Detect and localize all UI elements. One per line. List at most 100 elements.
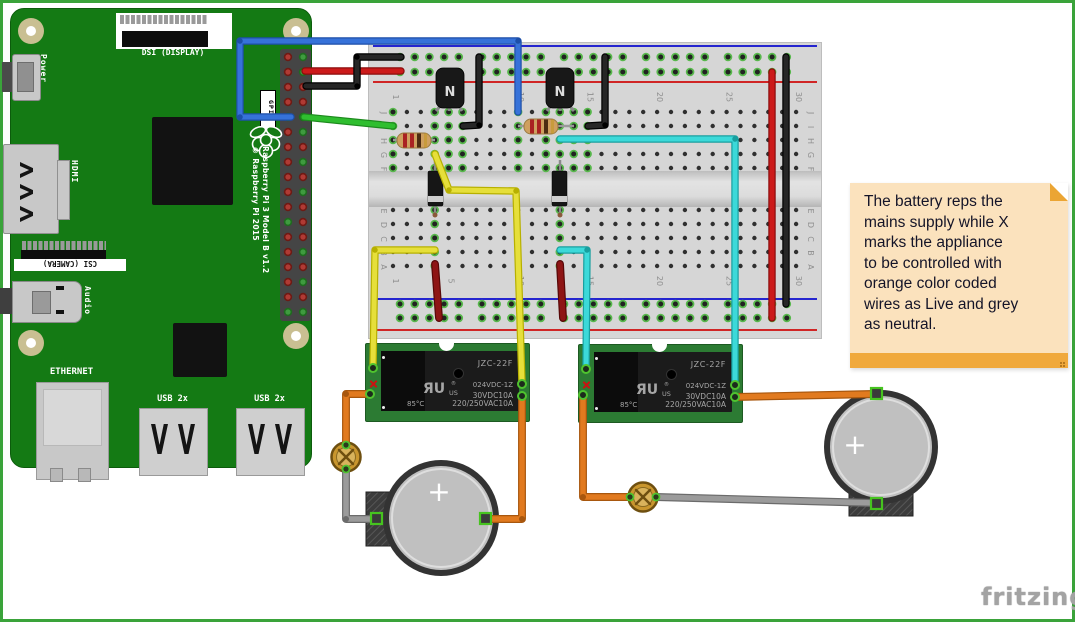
pi-mount-hole	[283, 323, 309, 349]
battery-terminal[interactable]	[478, 511, 493, 526]
raspberry-pi-logo-icon	[249, 125, 283, 159]
battery-terminal[interactable]	[869, 386, 884, 401]
battery-terminal[interactable]	[369, 511, 384, 526]
pi-mount-hole	[18, 18, 44, 44]
rail-red-line	[373, 81, 817, 83]
fritzing-logo: fritzing	[981, 583, 1075, 611]
audio-jack	[0, 288, 13, 314]
relay-pcb-dot	[595, 407, 598, 410]
audio-jack-mark	[56, 310, 64, 314]
ul-us-mark: US	[662, 390, 671, 398]
csi-connector-teeth	[22, 241, 106, 250]
gpio-header[interactable]	[280, 49, 311, 321]
ul-us-mark: US	[449, 389, 458, 397]
usb-port-2	[236, 408, 305, 476]
grey-neutral-wire-1[interactable]	[342, 465, 380, 523]
relay-ac-rating: 220/250VAC10A	[665, 400, 726, 409]
relay-x-marker	[369, 379, 378, 388]
ethernet-port	[43, 389, 102, 446]
dsi-connector	[122, 31, 208, 47]
appliance-lamp-x-2[interactable]	[627, 481, 659, 513]
relay-temp-rating: 85°C	[407, 400, 425, 408]
audio-jack-mark	[56, 286, 64, 290]
hdmi-port	[57, 160, 70, 220]
relay-ac-rating: 220/250VAC10A	[452, 399, 513, 408]
lamp-terminal[interactable]	[341, 440, 351, 450]
note-text: The battery reps the mains supply while …	[864, 193, 1019, 333]
battery-holder-clip	[848, 492, 914, 517]
coin-cell-battery-2[interactable]: +	[824, 390, 938, 517]
csi-connector	[21, 250, 106, 260]
ethernet-pin	[50, 468, 63, 482]
relay-x-marker	[582, 380, 591, 389]
ethernet-label: ETHERNET	[49, 367, 94, 377]
wire-bendpoint[interactable]	[354, 83, 360, 89]
coin-cell-battery-1[interactable]: +	[365, 460, 499, 576]
relay-pcb-dot	[382, 356, 385, 359]
pi-mount-hole	[18, 330, 44, 356]
relay-dc-rating: 30VDC10A	[685, 392, 726, 401]
relay-module-2[interactable]: JZC-22F ЯU ® US 024VDC-1Z 30VDC10A 85°C …	[578, 344, 743, 423]
wire-bendpoint[interactable]	[579, 493, 587, 501]
breadboard[interactable]	[368, 42, 822, 339]
usb2-label: USB 2x	[254, 394, 285, 404]
relay-notch	[652, 344, 667, 352]
battery-terminal[interactable]	[869, 496, 884, 511]
battery-plus-label: +	[427, 475, 450, 508]
pi-model-text: Raspberry Pi 3 Model B v1.2 © Raspberry …	[250, 146, 270, 273]
relay-body: JZC-22F ЯU ® US 024VDC-1Z 30VDC10A 85°C …	[594, 352, 732, 412]
note-resize-grip-icon[interactable]	[1060, 362, 1062, 364]
usb-ethernet-chip	[173, 323, 227, 377]
ul-registered-mark: ®	[664, 382, 669, 388]
note-title-bar[interactable]	[850, 353, 1068, 368]
relay-coil-rating: 024VDC-1Z	[685, 382, 726, 390]
note-fold-corner-icon	[1050, 183, 1068, 201]
audio-label: Audio	[83, 286, 92, 316]
relay-temp-rating: 85°C	[620, 401, 638, 409]
hdmi-label: HDMI	[70, 160, 79, 184]
wire-bendpoint[interactable]	[342, 390, 350, 398]
rail-blue-line	[373, 298, 817, 300]
wire-bendpoint[interactable]	[518, 515, 526, 523]
csi-connector	[14, 259, 126, 271]
hdmi-port	[3, 144, 59, 234]
ul-mark: ЯU	[636, 382, 659, 398]
appliance-lamp-x-1[interactable]	[330, 441, 362, 473]
battery-plus-label: +	[843, 428, 866, 461]
sticky-note[interactable]: The battery reps the mains supply while …	[850, 183, 1068, 368]
power-label: Power	[39, 54, 48, 84]
relay-notch	[439, 343, 454, 351]
relay-pcb-dot	[595, 357, 598, 360]
relay-button	[453, 368, 464, 379]
audio-jack	[12, 281, 82, 323]
usb-port-1	[139, 408, 208, 476]
grey-neutral-wire-2[interactable]	[652, 493, 880, 507]
lamp-terminal[interactable]	[651, 492, 661, 502]
relay-part-number: JZC-22F	[690, 360, 726, 369]
pi-copyright-line: © Raspberry Pi 2015	[251, 146, 260, 241]
micro-usb-power-port	[17, 62, 34, 92]
relay-part-number: JZC-22F	[477, 359, 513, 368]
relay-coil-rating: 024VDC-1Z	[472, 381, 513, 389]
lamp-terminal[interactable]	[341, 464, 351, 474]
dsi-connector-teeth	[120, 15, 208, 24]
relay-button	[666, 369, 677, 380]
pi-model-line: Raspberry Pi 3 Model B v1.2	[261, 146, 270, 274]
relay-body: JZC-22F ЯU ® US 024VDC-1Z 30VDC10A 85°C …	[381, 351, 519, 411]
wire-bendpoint[interactable]	[342, 515, 350, 523]
usb1-label: USB 2x	[157, 394, 188, 404]
pi-mount-hole	[283, 18, 309, 44]
ul-registered-mark: ®	[451, 381, 456, 387]
breadboard-groove	[369, 171, 821, 207]
relay-module-1[interactable]: JZC-22F ЯU ® US 024VDC-1Z 30VDC10A 85°C …	[365, 343, 530, 422]
rail-red-line	[373, 329, 817, 331]
ethernet-pin	[78, 468, 91, 482]
lamp-terminal[interactable]	[625, 492, 635, 502]
orange-live-wire-4[interactable]	[731, 390, 878, 401]
audio-jack	[32, 291, 51, 314]
ul-mark: ЯU	[423, 381, 446, 397]
wire-bendpoint[interactable]	[354, 54, 360, 60]
soc-chip	[152, 117, 233, 205]
rail-blue-line	[373, 45, 817, 47]
